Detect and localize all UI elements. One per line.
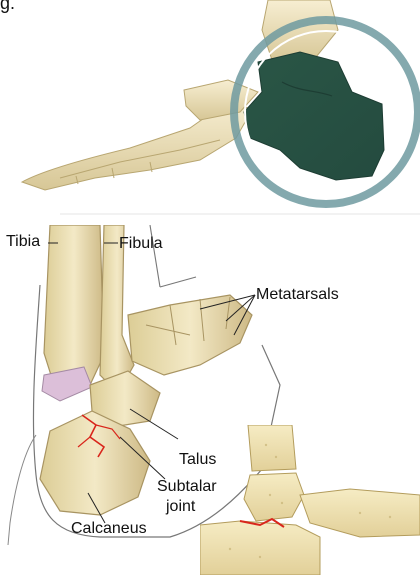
subtalar-section-illustration — [200, 425, 420, 575]
label-talus: Talus — [179, 451, 216, 469]
foot-skeleton-illustration — [0, 0, 420, 215]
label-tibia: Tibia — [6, 233, 40, 251]
label-metatarsals: Metatarsals — [256, 286, 339, 304]
label-fibula: Fibula — [119, 235, 163, 253]
label-subtalar-line1: Subtalar — [157, 478, 217, 496]
label-subtalar-line2: joint — [166, 498, 195, 516]
label-calcaneus: Calcaneus — [71, 520, 147, 538]
